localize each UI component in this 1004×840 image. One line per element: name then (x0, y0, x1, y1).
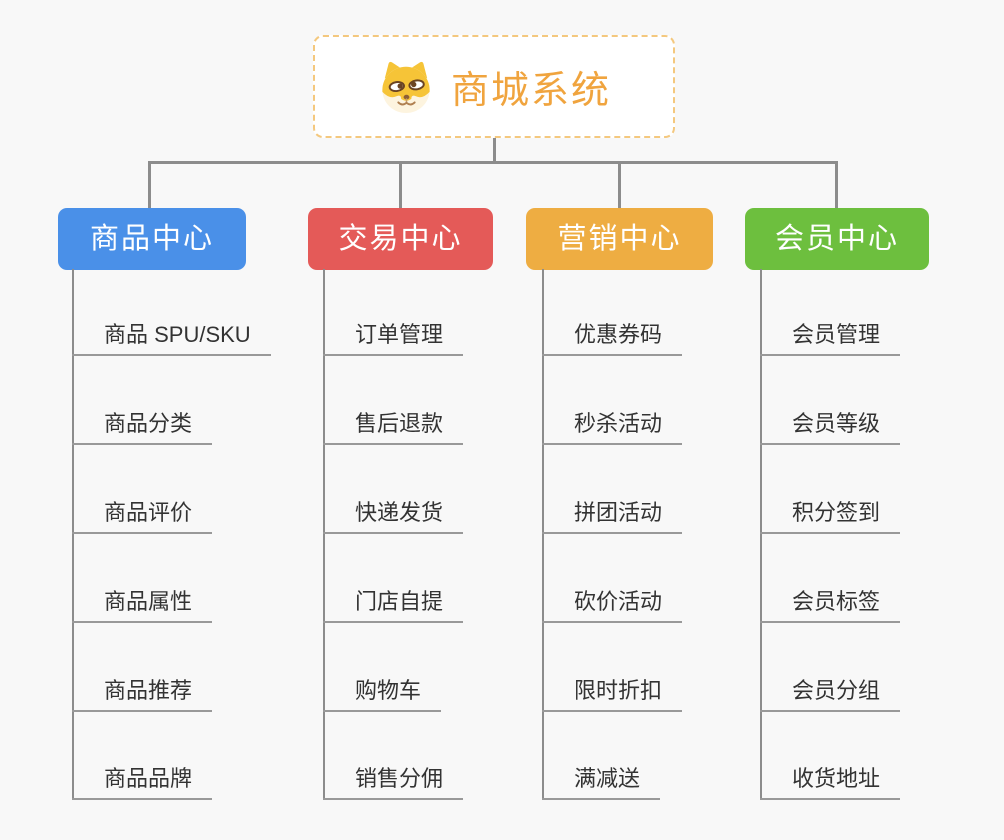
leaf-node[interactable]: 商品分类 (72, 410, 213, 445)
leaf-node[interactable]: 限时折扣 (542, 677, 683, 712)
branch-children-trade: 订单管理 售后退款 快递发货 门店自提 购物车 销售分佣 (323, 269, 563, 802)
leaf-node[interactable]: 商品 SPU/SKU (72, 321, 271, 356)
branch-node-marketing-center[interactable]: 营销中心 (526, 208, 713, 270)
leaf-node[interactable]: 售后退款 (323, 410, 464, 445)
leaf-node[interactable]: 门店自提 (323, 588, 464, 623)
leaf-node[interactable]: 会员管理 (760, 321, 901, 356)
connector-stub-trade (399, 161, 402, 210)
branch-children-member: 会员管理 会员等级 积分签到 会员标签 会员分组 收货地址 (760, 269, 1000, 802)
leaf-node[interactable]: 砍价活动 (542, 588, 683, 623)
connector-stub-member (835, 161, 838, 210)
branch-children-marketing: 优惠券码 秒杀活动 拼团活动 砍价活动 限时折扣 满减送 (542, 269, 782, 802)
leaf-node[interactable]: 秒杀活动 (542, 410, 683, 445)
leaf-node[interactable]: 拼团活动 (542, 499, 683, 534)
leaf-node[interactable]: 收货地址 (760, 765, 901, 800)
branch-children-product: 商品 SPU/SKU 商品分类 商品评价 商品属性 商品推荐 商品品牌 (72, 269, 312, 802)
leaf-node[interactable]: 优惠券码 (542, 321, 683, 356)
branch-node-trade-center[interactable]: 交易中心 (308, 208, 493, 270)
connector-bus (148, 161, 838, 164)
doge-icon (382, 61, 430, 113)
leaf-node[interactable]: 快递发货 (323, 499, 464, 534)
leaf-node[interactable]: 销售分佣 (323, 765, 464, 800)
leaf-node[interactable]: 会员等级 (760, 410, 901, 445)
leaf-node[interactable]: 积分签到 (760, 499, 901, 534)
root-node[interactable]: 商城系统 (313, 35, 675, 138)
leaf-node[interactable]: 购物车 (323, 677, 442, 712)
root-title: 商城系统 (450, 70, 611, 112)
leaf-node[interactable]: 商品评价 (72, 499, 213, 534)
leaf-node[interactable]: 满减送 (542, 765, 661, 800)
leaf-node[interactable]: 会员分组 (760, 677, 901, 712)
leaf-node[interactable]: 商品品牌 (72, 765, 213, 800)
leaf-node[interactable]: 订单管理 (323, 321, 464, 356)
branch-node-member-center[interactable]: 会员中心 (745, 208, 929, 270)
leaf-node[interactable]: 商品推荐 (72, 677, 213, 712)
leaf-node[interactable]: 会员标签 (760, 588, 901, 623)
connector-stub-marketing (618, 161, 621, 210)
leaf-node[interactable]: 商品属性 (72, 588, 213, 623)
branch-node-product-center[interactable]: 商品中心 (58, 208, 246, 270)
connector-stub-product (148, 161, 151, 210)
connector-root-stem (493, 136, 496, 163)
